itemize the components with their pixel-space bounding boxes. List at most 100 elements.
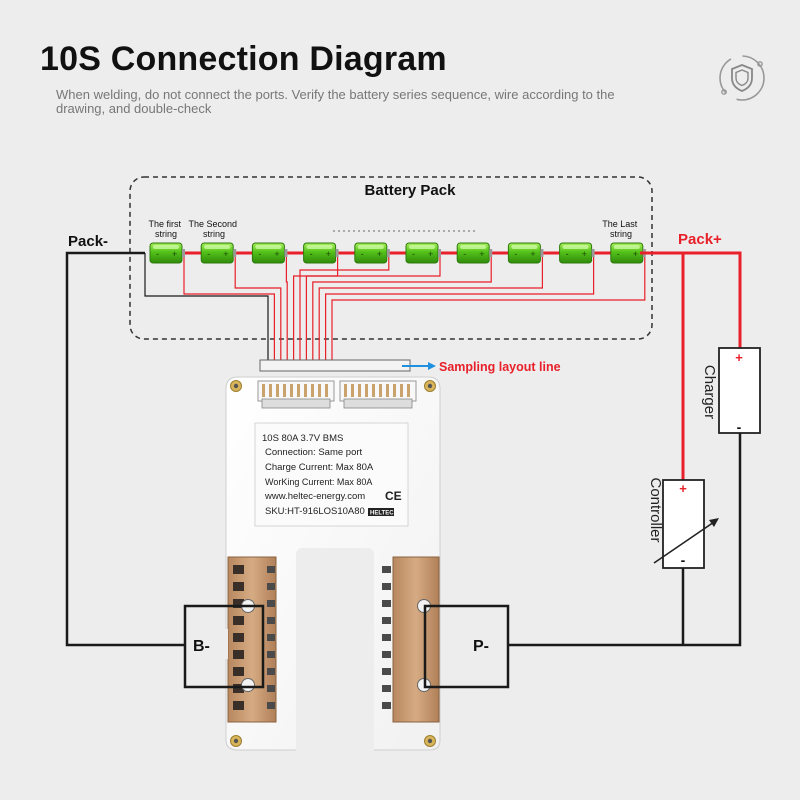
connector-pin xyxy=(304,384,307,397)
battery-cell: -+ xyxy=(456,242,493,264)
mosfet-chip xyxy=(233,633,244,642)
bms-board: 10S 80A 3.7V BMS Connection: Same port C… xyxy=(225,376,441,755)
battery-cell: -+ xyxy=(405,242,441,264)
smd-part xyxy=(382,600,391,607)
mosfet-chip xyxy=(233,599,244,608)
smd-part xyxy=(267,600,275,607)
cell-plus-sign: + xyxy=(172,249,177,259)
battery-cell: -+ xyxy=(354,242,390,264)
controller-variable-arrow xyxy=(653,519,718,564)
sampling-wire xyxy=(325,253,595,360)
cell-highlight xyxy=(357,245,384,249)
sampling-strip xyxy=(259,359,411,372)
pack-plus-label: Pack+ xyxy=(678,231,722,248)
cell-minus-sign: - xyxy=(361,249,364,259)
smd-part xyxy=(382,685,391,692)
balance-connector-right xyxy=(339,380,417,409)
cell-plus-sign: + xyxy=(633,249,638,259)
sampling-arrow-head xyxy=(428,362,436,370)
sampling-wire xyxy=(285,253,288,360)
cell-terminal xyxy=(438,249,441,257)
cell-minus-sign: - xyxy=(617,249,620,259)
p-minus-pad xyxy=(392,556,440,723)
page-subtitle: When welding, do not connect the ports. … xyxy=(56,87,615,116)
sampling-wire xyxy=(183,253,275,360)
mosfet-chip xyxy=(233,667,244,676)
smd-part xyxy=(267,702,275,709)
bms-working-current: WorKing Current: Max 80A xyxy=(265,477,372,487)
bms-sku: SKU:HT-916LOS10A80 xyxy=(265,506,365,517)
cell-highlight xyxy=(409,245,435,249)
connector-pin xyxy=(283,384,286,397)
cell-plus-sign: + xyxy=(377,249,382,259)
sampling-label: Sampling layout line xyxy=(439,360,561,374)
cell-highlight xyxy=(204,245,231,249)
connector-pin xyxy=(365,384,368,397)
charger-minus: - xyxy=(737,419,742,435)
mosfet-chip xyxy=(233,684,244,693)
battery-cell: -+ xyxy=(507,242,544,264)
battery-cell: -+ xyxy=(200,242,237,264)
cell-plus-sign: + xyxy=(479,249,484,259)
mosfet-chip xyxy=(233,582,244,591)
p-minus-label: P- xyxy=(473,638,489,655)
connector-pin xyxy=(358,384,361,397)
cell-plus-sign: + xyxy=(326,249,331,259)
cell-plus-sign: + xyxy=(530,249,535,259)
mosfet-chip xyxy=(233,616,244,625)
smd-part xyxy=(267,634,275,641)
cell-highlight xyxy=(306,245,333,249)
smd-part xyxy=(382,634,391,641)
cell-minus-sign: - xyxy=(310,249,313,259)
mosfet-chip xyxy=(233,565,244,574)
cell-minus-sign: - xyxy=(207,249,210,259)
ce-mark: CE xyxy=(385,489,402,503)
charger-minus-wire xyxy=(508,433,742,647)
b-minus-terminal xyxy=(183,604,265,689)
battery-cell: -+ xyxy=(251,242,288,264)
smd-part xyxy=(267,566,275,573)
smd-part xyxy=(382,617,391,624)
charger-plus: + xyxy=(735,350,743,365)
brand-logo: HELTEC xyxy=(370,511,394,517)
connector-pin xyxy=(325,384,328,397)
cell-terminal xyxy=(540,249,544,257)
controller-plus: + xyxy=(679,481,687,496)
mosfet-chip xyxy=(233,701,244,710)
smd-part xyxy=(382,668,391,675)
cell-minus-sign: - xyxy=(463,249,466,259)
cell-terminal xyxy=(182,249,185,257)
cell-terminal xyxy=(284,249,288,257)
smd-part xyxy=(267,685,275,692)
page-title: 10S Connection Diagram xyxy=(40,40,447,78)
pack-minus-label: Pack- xyxy=(68,233,108,250)
cell-highlight xyxy=(613,245,640,249)
cell-highlight xyxy=(562,245,589,249)
cell-terminal xyxy=(335,249,339,257)
mosfet-chip xyxy=(233,650,244,659)
smd-part xyxy=(267,617,275,624)
connector-pin xyxy=(379,384,382,397)
cell-plus-sign: + xyxy=(582,249,587,259)
connector-pin xyxy=(311,384,314,397)
p-minus-terminal xyxy=(423,604,510,689)
sampling-wire xyxy=(331,253,646,360)
battery-pack-title: Battery Pack xyxy=(365,182,457,199)
battery-cells: -+-+-+-+-+-+-+-+-+-+ xyxy=(149,242,646,264)
smd-part xyxy=(267,583,275,590)
cell-minus-sign: - xyxy=(412,249,415,259)
last-string-label: The Last string xyxy=(602,219,640,239)
sampling-wire xyxy=(312,253,492,360)
cell-highlight xyxy=(153,245,179,249)
cell-highlight xyxy=(255,245,282,249)
cell-terminal xyxy=(489,249,493,257)
cell-minus-sign: - xyxy=(566,249,569,259)
cell-highlight xyxy=(511,245,538,249)
smd-part xyxy=(267,651,275,658)
controller-minus: - xyxy=(681,552,686,568)
cell-minus-sign: - xyxy=(514,249,517,259)
connector-pin xyxy=(386,384,389,397)
sampling-wire xyxy=(234,253,282,360)
controller-arrow-head xyxy=(709,518,719,527)
bms-connection: Connection: Same port xyxy=(265,447,363,458)
